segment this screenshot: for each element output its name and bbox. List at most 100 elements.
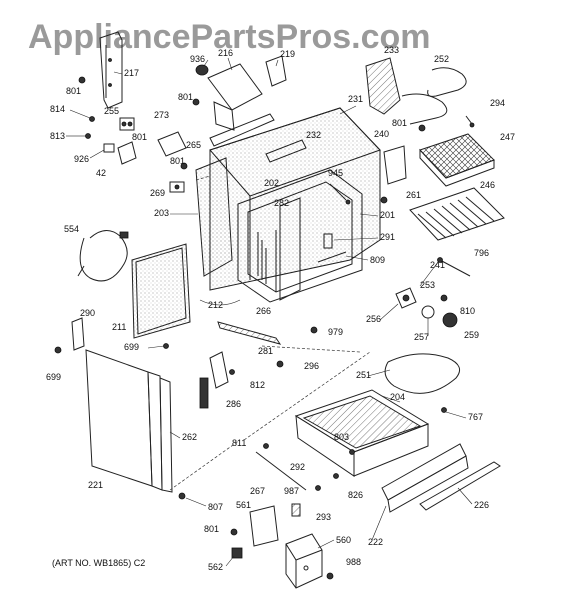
callout-290: 290 (80, 308, 95, 318)
trim-226 (419, 461, 501, 511)
screw-294 (465, 115, 475, 128)
callout-810: 810 (460, 306, 475, 316)
broil-element-252 (401, 67, 467, 125)
screw-801-e (418, 124, 426, 132)
callout-269: 269 (150, 188, 165, 198)
callout-222: 222 (368, 537, 383, 547)
screw-293 (315, 485, 321, 491)
screw-810 (440, 294, 448, 302)
callout-256: 256 (366, 314, 381, 324)
callout-240: 240 (374, 129, 389, 139)
range-body-231 (209, 107, 381, 291)
callout-767: 767 (468, 412, 483, 422)
callout-293: 293 (316, 512, 331, 522)
screw-801-f (230, 528, 238, 536)
junction-box-560 (285, 533, 323, 589)
callout-294: 294 (490, 98, 505, 108)
art-number: (ART NO. WB1865) C2 (52, 558, 145, 568)
callout-814: 814 (50, 104, 65, 114)
callout-201: 201 (380, 210, 395, 220)
callout-204: 204 (390, 392, 405, 402)
callout-241: 241 (430, 260, 445, 270)
callout-945: 945 (328, 168, 343, 178)
callout-699a: 699 (124, 342, 139, 352)
callout-561: 561 (236, 500, 251, 510)
insulation-232 (265, 139, 307, 163)
callout-202: 202 (264, 178, 279, 188)
callout-212: 212 (208, 300, 223, 310)
callout-232: 232 (306, 130, 321, 140)
callout-796: 796 (474, 248, 489, 258)
screw-813 (70, 133, 91, 139)
switch-255 (119, 117, 135, 131)
broiler-pan-247 (419, 133, 495, 187)
vent-duct-216 (207, 63, 263, 131)
hinge-809 (317, 251, 347, 263)
callout-699b: 699 (46, 372, 61, 382)
callout-246: 246 (480, 180, 495, 190)
bracket-217 (99, 31, 123, 109)
trim-262 (159, 377, 173, 493)
callout-801e: 801 (392, 118, 407, 128)
grommet-936 (195, 64, 209, 76)
callout-560: 560 (336, 535, 351, 545)
bracket-290 (71, 317, 85, 351)
terminal-plate-561 (249, 505, 279, 547)
callout-292: 292 (290, 462, 305, 472)
callout-807: 807 (208, 502, 223, 512)
power-cord-554 (77, 230, 129, 282)
screw-261 (380, 196, 388, 204)
callout-233: 233 (384, 45, 399, 55)
callout-273: 273 (154, 110, 169, 120)
callout-252: 252 (434, 54, 449, 64)
screw-803 (349, 449, 355, 455)
oven-rack-241 (409, 187, 505, 241)
callout-801f: 801 (204, 524, 219, 534)
door-inner-panel-211 (131, 243, 191, 339)
screw-699-b (54, 346, 62, 354)
callout-801d: 801 (132, 132, 147, 142)
screw-979 (310, 326, 318, 334)
screw-801-c (180, 162, 188, 170)
callout-801c: 801 (170, 156, 185, 166)
bracket-240 (383, 145, 407, 185)
screw-826 (333, 473, 339, 479)
lamp-257 (421, 305, 435, 319)
callout-261: 261 (406, 190, 421, 200)
callout-813: 813 (50, 131, 65, 141)
drawer-front-222 (381, 443, 469, 513)
gasket-212 (199, 299, 241, 306)
callout-211: 211 (112, 322, 126, 332)
callout-216: 216 (218, 48, 233, 58)
bracket-219 (265, 55, 287, 87)
lamp-cover-259 (442, 312, 458, 328)
leader-lines (66, 57, 473, 567)
bracket-269 (169, 181, 185, 193)
sensor-291 (323, 233, 333, 249)
callout-257: 257 (414, 332, 429, 342)
callout-267: 267 (250, 486, 265, 496)
screw-699-a (147, 343, 169, 349)
screw-296 (276, 360, 284, 368)
callout-926: 926 (74, 154, 89, 164)
screw-801-a (78, 76, 86, 84)
callout-803: 803 (334, 432, 349, 442)
watermark: AppliancePartsPros.com (28, 18, 430, 56)
screw-767 (441, 407, 447, 413)
side-panel-203 (195, 157, 233, 277)
screw-812 (229, 369, 235, 375)
oven-liner-201 (237, 169, 363, 303)
callout-988: 988 (346, 557, 361, 567)
callout-217: 217 (124, 68, 139, 78)
callout-296: 296 (304, 361, 319, 371)
callout-219: 219 (280, 49, 295, 59)
kick-rail-266 (217, 321, 282, 345)
drawer-rail-292 (255, 451, 307, 491)
callout-809: 809 (370, 255, 385, 265)
screw-814 (69, 109, 95, 122)
callout-266: 266 (256, 306, 271, 316)
callout-255: 255 (104, 106, 119, 116)
clip-926 (89, 143, 115, 159)
callout-226: 226 (474, 500, 489, 510)
alignment-lines (169, 175, 371, 491)
